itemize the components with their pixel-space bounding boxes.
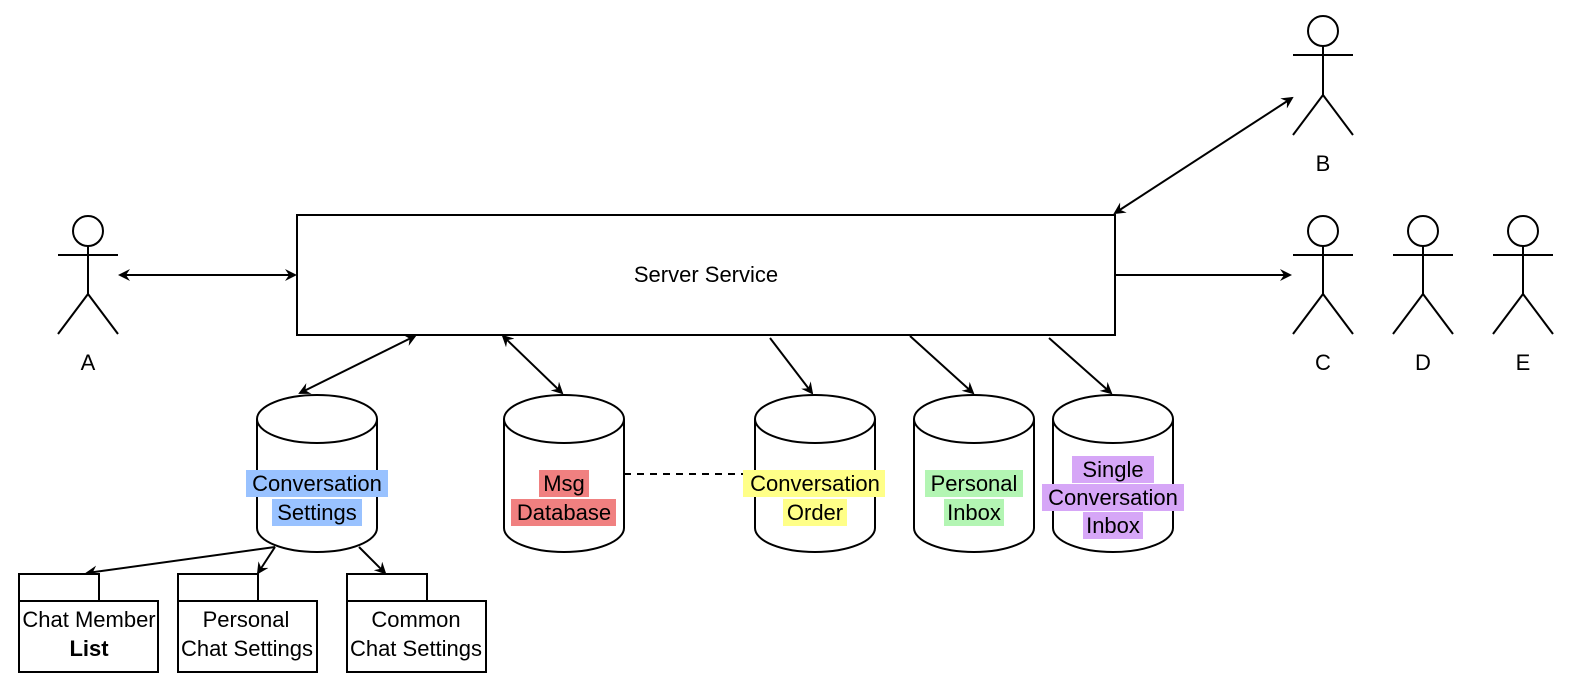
arrow-server-b <box>1113 96 1294 215</box>
table-chat-member-list-line2: List <box>69 636 109 661</box>
actor-c[interactable]: C <box>1292 215 1354 375</box>
db-msg-database-hl2 <box>511 499 616 526</box>
table-personal-chat-settings-line1: Personal <box>203 607 290 632</box>
db-conversation-order-line1: Conversation <box>750 471 880 496</box>
table-chat-member-list-line1: Chat Member <box>22 607 155 632</box>
db-msg-database-hl1 <box>539 470 589 497</box>
server-service-box[interactable]: Server Service <box>296 214 1116 336</box>
actor-d[interactable]: D <box>1392 215 1454 375</box>
db-single-conversation-inbox[interactable]: Single Conversation Inbox <box>1042 394 1184 553</box>
table-chat-member-list[interactable]: Chat Member List <box>18 573 159 673</box>
table-common-chat-settings-line1: Common <box>371 607 460 632</box>
db-single-conversation-inbox-line1: Single <box>1082 457 1143 482</box>
arrow-server-single-conversation-inbox <box>1048 337 1113 395</box>
actor-d-label: D <box>1415 350 1431 375</box>
db-conversation-settings-hl1 <box>246 470 388 497</box>
db-conversation-settings-hl2 <box>272 499 362 526</box>
db-single-conversation-inbox-hl2 <box>1042 484 1184 511</box>
db-single-conversation-inbox-hl3 <box>1083 512 1143 539</box>
db-personal-inbox-hl2 <box>944 499 1004 526</box>
db-conversation-order[interactable]: Conversation Order <box>743 394 885 553</box>
actor-a-label: A <box>81 350 96 375</box>
actor-e-label: E <box>1516 350 1531 375</box>
table-common-chat-settings-line2: Chat Settings <box>350 636 482 661</box>
arrow-server-msg-database <box>501 334 564 395</box>
arrow-settings-common-chat-settings <box>358 546 387 575</box>
db-conversation-order-line2: Order <box>787 500 843 525</box>
arrow-server-personal-inbox <box>909 335 975 395</box>
actor-b[interactable]: B <box>1292 15 1354 176</box>
db-conversation-settings-line2: Settings <box>277 500 357 525</box>
db-conversation-settings-line1: Conversation <box>252 471 382 496</box>
actor-c-label: C <box>1315 350 1331 375</box>
actor-a[interactable]: A <box>57 215 119 375</box>
db-msg-database-line1: Msg <box>543 471 585 496</box>
db-conversation-settings[interactable]: Conversation Settings <box>246 394 388 553</box>
db-single-conversation-inbox-line2: Conversation <box>1048 485 1178 510</box>
server-service-label: Server Service <box>634 262 778 287</box>
arrow-settings-personal-chat-settings <box>256 546 276 575</box>
db-personal-inbox[interactable]: Personal Inbox <box>913 394 1035 553</box>
db-personal-inbox-line2: Inbox <box>947 500 1001 525</box>
db-conversation-order-hl2 <box>783 499 847 526</box>
db-single-conversation-inbox-hl1 <box>1072 456 1154 483</box>
table-common-chat-settings[interactable]: Common Chat Settings <box>346 573 487 673</box>
db-msg-database[interactable]: Msg Database <box>503 394 625 553</box>
db-single-conversation-inbox-line3: Inbox <box>1086 513 1140 538</box>
table-personal-chat-settings-line2: Chat Settings <box>181 636 313 661</box>
db-conversation-order-hl1 <box>743 470 885 497</box>
db-msg-database-line2: Database <box>517 500 611 525</box>
actor-b-label: B <box>1316 151 1331 176</box>
db-personal-inbox-hl1 <box>925 470 1023 497</box>
db-personal-inbox-line1: Personal <box>931 471 1018 496</box>
arrow-settings-chat-member-list <box>85 546 276 578</box>
actor-e[interactable]: E <box>1492 215 1554 375</box>
arrow-server-conversation-settings <box>298 335 417 394</box>
table-personal-chat-settings[interactable]: Personal Chat Settings <box>177 573 318 673</box>
arrow-server-conversation-order <box>769 337 814 395</box>
